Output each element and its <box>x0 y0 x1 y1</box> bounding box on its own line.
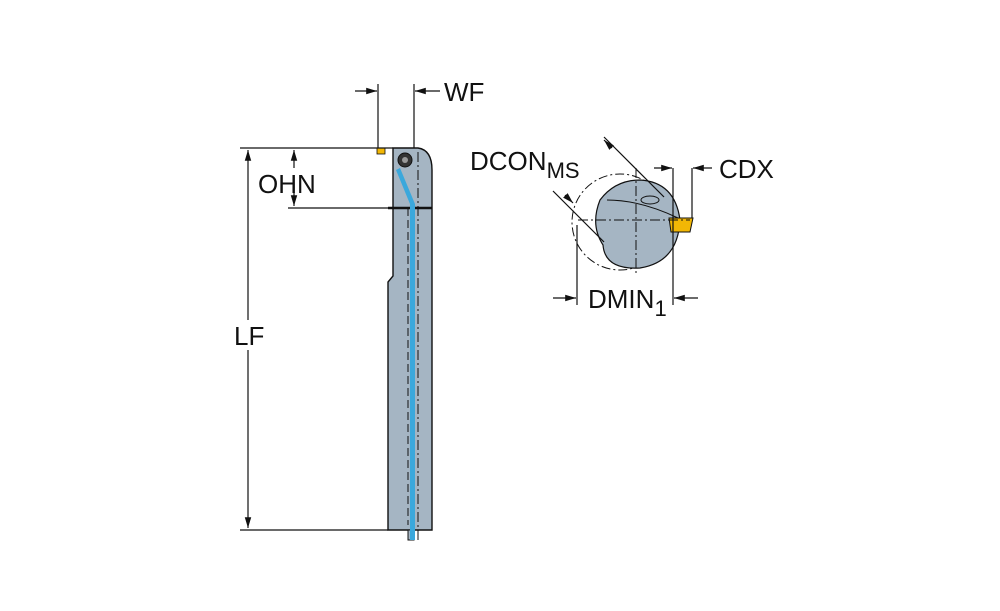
dmin-subscript: 1 <box>654 296 667 321</box>
dcon-subscript: MS <box>546 158 580 183</box>
label-dcon-ms: DCONMS <box>470 146 580 182</box>
label-dmin-1: DMIN1 <box>588 284 667 320</box>
label-ohn: OHN <box>258 169 316 199</box>
boring-bar-end-view <box>571 168 694 275</box>
coolant-channel <box>396 168 415 540</box>
dmin-text: DMIN <box>588 284 655 314</box>
label-cdx: CDX <box>719 154 774 184</box>
label-wf: WF <box>444 77 485 107</box>
label-lf: LF <box>234 321 265 351</box>
dcon-text: DCON <box>470 146 547 176</box>
boring-bar-side-view <box>376 147 433 541</box>
insert-end <box>668 217 694 233</box>
insert <box>376 147 386 155</box>
